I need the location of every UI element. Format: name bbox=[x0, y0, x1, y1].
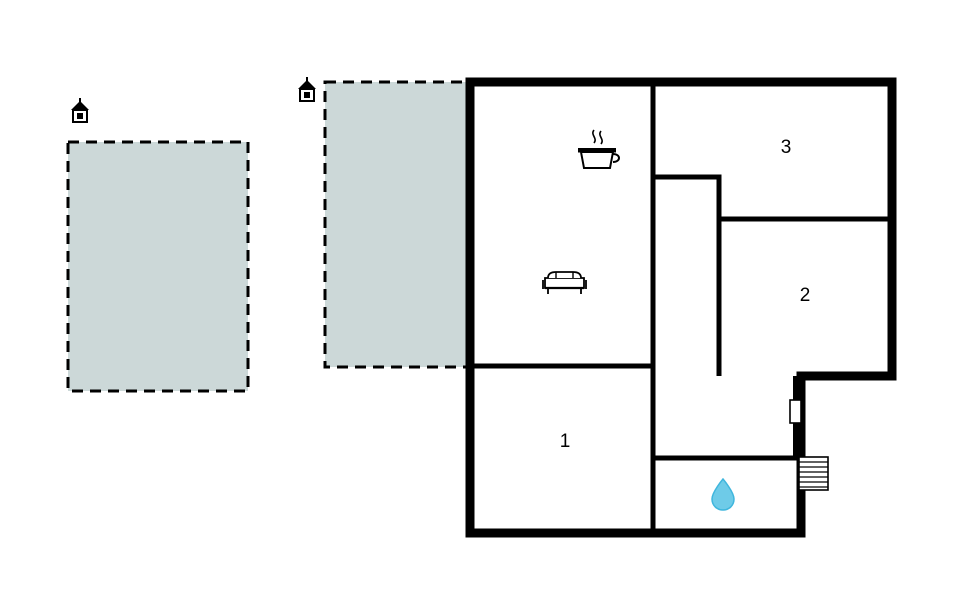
interior-wall-hallway bbox=[653, 174, 722, 376]
terrace-left bbox=[66, 140, 250, 393]
water-drop-icon bbox=[711, 477, 735, 511]
room-label-3: 3 bbox=[780, 137, 792, 158]
room-label-2: 2 bbox=[799, 285, 811, 306]
building-outer-wall bbox=[465, 77, 897, 538]
room-label-1: 1 bbox=[559, 431, 571, 452]
stove-pot-icon bbox=[578, 129, 620, 169]
house-marker-icon-right bbox=[298, 77, 316, 102]
door-icon bbox=[789, 399, 802, 424]
sofa-icon bbox=[542, 271, 587, 294]
terrace-right bbox=[323, 80, 475, 369]
house-marker-icon-left bbox=[71, 98, 89, 123]
stairs-icon bbox=[798, 456, 829, 491]
